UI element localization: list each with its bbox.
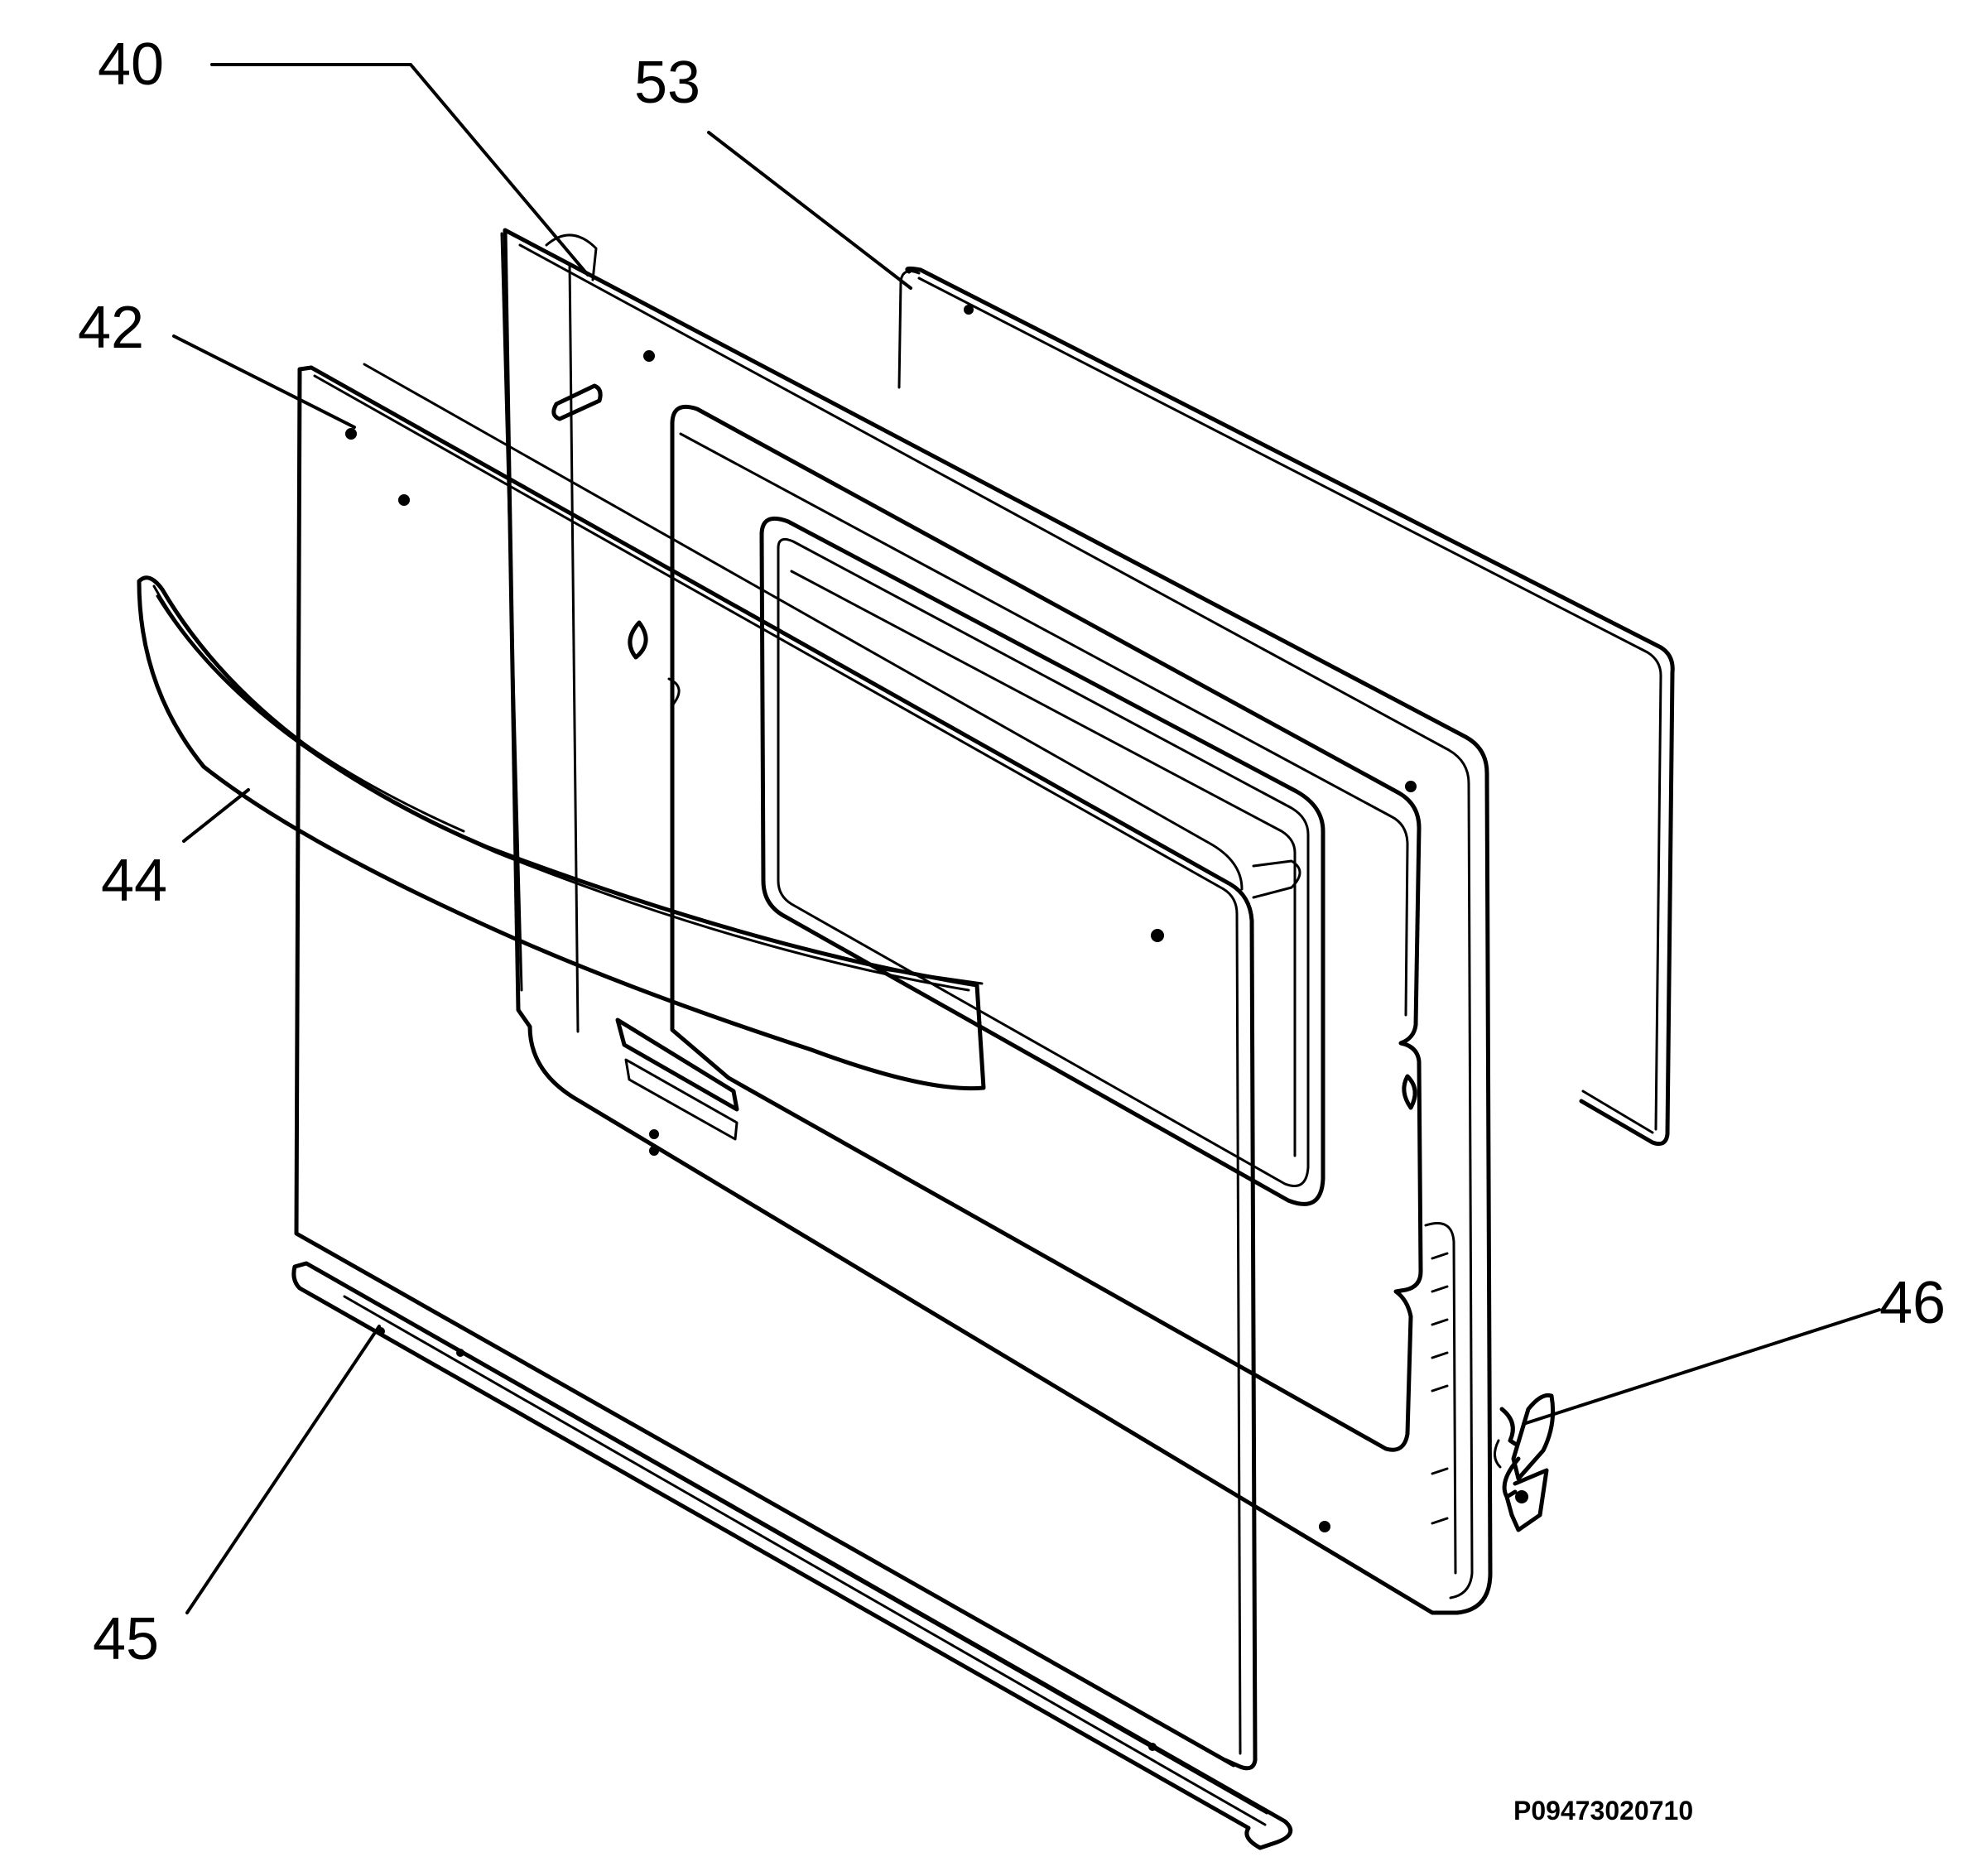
leader-lines <box>172 63 1881 1614</box>
callout-40: 40 <box>98 31 164 98</box>
leader-42 <box>172 334 356 429</box>
door-hinge <box>1494 1393 1556 1532</box>
callout-42: 42 <box>78 295 144 361</box>
bottom-trim-strip <box>291 1261 1293 1850</box>
callout-45: 45 <box>93 1606 159 1672</box>
leader-53 <box>707 131 912 290</box>
drawing-code: P09473020710 <box>1513 1796 1693 1825</box>
inner-door-frame <box>500 228 1493 1615</box>
callout-46: 46 <box>1879 1270 1946 1336</box>
door-handle <box>137 575 986 1091</box>
leader-46 <box>1522 1308 1881 1426</box>
leader-44 <box>182 788 250 843</box>
callout-44: 44 <box>101 848 167 914</box>
rear-glass-panel <box>897 266 1675 1147</box>
leader-45 <box>185 1325 381 1614</box>
outer-door-panel <box>294 363 1301 1771</box>
callout-labels: 40 53 42 44 45 46 <box>78 31 1946 1672</box>
callout-53: 53 <box>634 50 700 116</box>
leader-40 <box>210 63 589 277</box>
